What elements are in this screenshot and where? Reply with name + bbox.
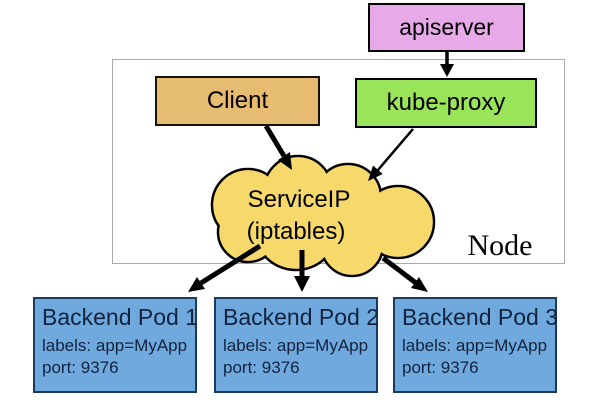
pod-title: Backend Pod 2 — [223, 304, 380, 330]
node-label: Node — [467, 229, 533, 262]
pod-title: Backend Pod 3 — [402, 304, 559, 330]
pod-labels: labels: app=MyApp — [223, 336, 369, 355]
apiserver-box: apiserver — [368, 3, 525, 52]
backend-pod-3: Backend Pod 3 labels: app=MyApp port: 93… — [393, 297, 559, 393]
kube-proxy-label: kube-proxy — [386, 89, 506, 116]
backend-pod-1: Backend Pod 1 labels: app=MyApp port: 93… — [33, 297, 199, 393]
apiserver-label: apiserver — [399, 14, 494, 40]
kube-proxy-box: kube-proxy — [355, 78, 537, 128]
client-box: Client — [155, 76, 320, 126]
pod-port: port: 9376 — [402, 358, 479, 377]
pod-port: port: 9376 — [42, 358, 119, 377]
pod-labels: labels: app=MyApp — [402, 336, 548, 355]
client-label: Client — [206, 87, 269, 114]
pod-title: Backend Pod 1 — [42, 304, 199, 330]
pod-labels: labels: app=MyApp — [42, 336, 188, 355]
pod-port: port: 9376 — [223, 358, 300, 377]
backend-pod-2: Backend Pod 2 labels: app=MyApp port: 93… — [214, 297, 380, 393]
